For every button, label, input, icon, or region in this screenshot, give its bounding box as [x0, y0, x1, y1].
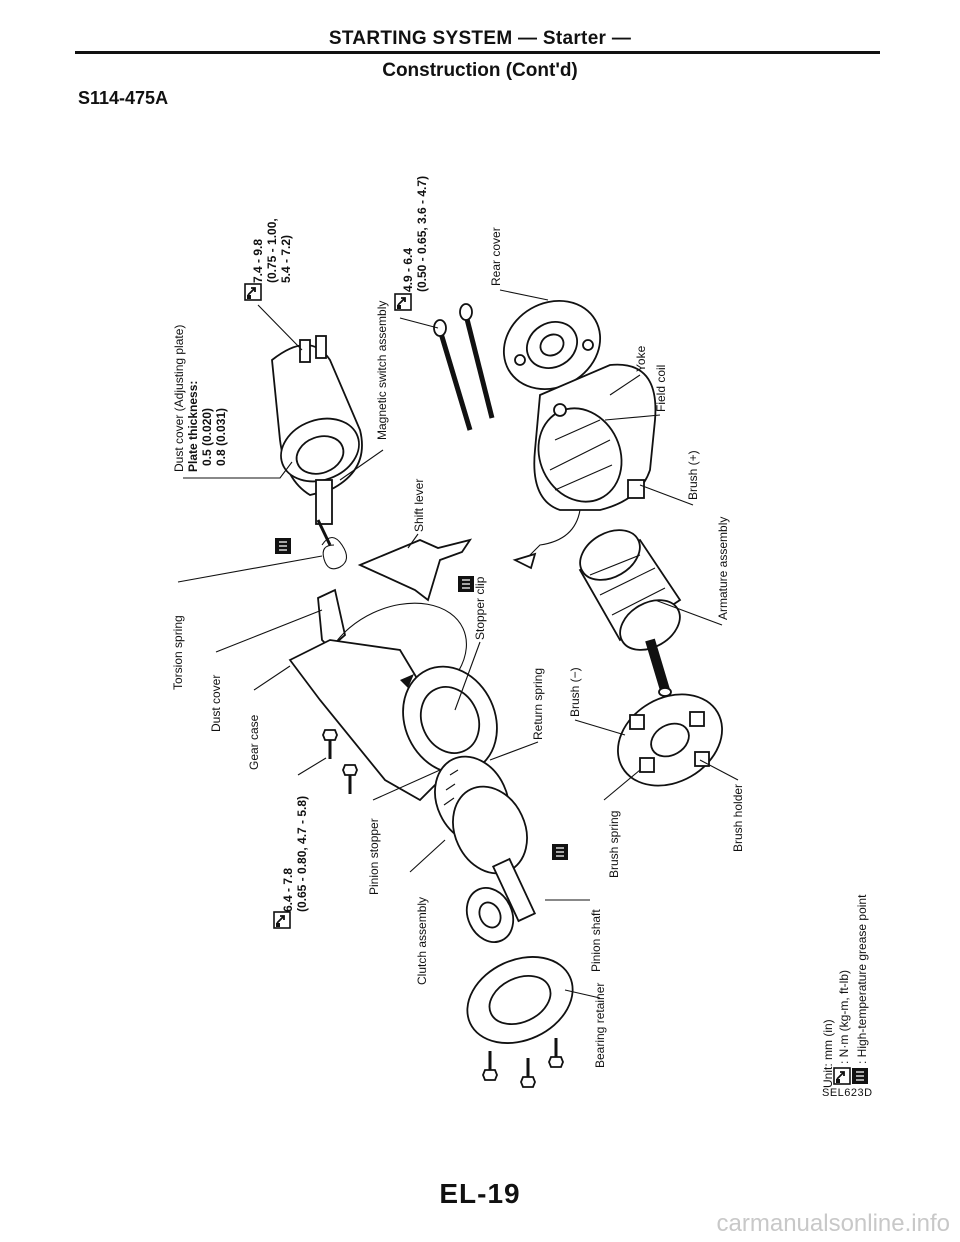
legend-grease: : High-temperature grease point: [855, 894, 869, 1064]
label-shift-lever: Shift lever: [412, 479, 426, 532]
legend: Unit: mm (in) : N·m (kg-m, ft-lb) : High…: [821, 894, 869, 1088]
label-torque-magnetic-2: (0.75 - 1.00,: [265, 218, 279, 283]
label-yoke: Yoke: [634, 345, 648, 372]
through-bolts: [433, 303, 495, 431]
pinion-part: [465, 887, 515, 943]
label-dust-cover-adjusting: Dust cover (Adjusting plate): [172, 325, 186, 472]
label-dust-cover: Dust cover: [209, 675, 223, 732]
label-armature-assembly: Armature assembly: [716, 517, 730, 620]
label-magnetic-switch-assembly: Magnetic switch assembly: [375, 301, 389, 440]
label-brush-holder: Brush holder: [731, 784, 745, 852]
legend-unit: Unit: mm (in): [821, 1019, 835, 1088]
label-torque-magnetic-3: 5.4 - 7.2): [279, 235, 293, 283]
label-rear-cover: Rear cover: [489, 227, 503, 286]
torque-wrench-icon: [394, 293, 412, 311]
gear-case-part: [288, 602, 498, 802]
brush-terminal-part: [512, 552, 537, 570]
page-number: EL-19: [439, 1178, 521, 1209]
page-subtitle: Construction (Cont'd): [382, 60, 578, 81]
label-pinion-stopper: Pinion stopper: [367, 818, 381, 895]
clutch-assembly-part: [434, 755, 537, 923]
label-plate-value-2: 0.8 (0.031): [214, 408, 228, 466]
label-return-spring: Return spring: [531, 668, 545, 740]
torque-wrench-icon: [244, 283, 262, 301]
label-torque-through-1: 4.9 - 6.4: [401, 248, 415, 292]
dust-cover-part: [317, 588, 346, 650]
label-torque-gear-1: 6.4 - 7.8: [281, 868, 295, 912]
grease-point-icon: [274, 537, 292, 555]
grease-point-icon: [457, 575, 475, 593]
grease-point-icon: [551, 843, 569, 861]
label-bearing-retainer: Bearing retainer: [593, 983, 607, 1068]
yoke-part: [533, 363, 657, 511]
label-stopper-clip: Stopper clip: [473, 576, 487, 640]
bearing-retainer-part: [466, 956, 574, 1044]
label-gear-case: Gear case: [247, 714, 261, 770]
magnetic-switch-part: [271, 335, 363, 546]
retainer-bolt-3: [547, 1036, 565, 1069]
figure-code: SEL623D: [822, 1087, 873, 1099]
rear-cover-part: [502, 299, 602, 391]
shift-lever-part: [357, 538, 473, 602]
label-torque-through-2: (0.50 - 0.65, 3.6 - 4.7): [415, 176, 429, 292]
label-torque-gear-2: (0.65 - 0.80, 4.7 - 5.8): [295, 796, 309, 912]
label-plate-thickness: Plate thickness:: [186, 381, 200, 472]
label-brush-plus: Brush (+): [686, 450, 700, 500]
label-plate-value-1: 0.5 (0.020): [200, 408, 214, 466]
page-header-title: STARTING SYSTEM — Starter —: [328, 28, 632, 49]
brush-holder-part: [617, 693, 723, 787]
armature-part: [578, 529, 682, 697]
label-brush-minus: Brush (−): [568, 667, 582, 717]
retainer-bolt-2: [519, 1056, 537, 1089]
label-brush-spring: Brush spring: [607, 811, 621, 878]
section-id: S114-475A: [78, 88, 169, 108]
torque-wrench-icon: [833, 1067, 851, 1085]
label-torque-magnetic-1: 7.4 - 9.8: [251, 239, 265, 283]
label-torsion-spring: Torsion spring: [171, 615, 185, 690]
gear-case-bolt-2: [341, 763, 359, 796]
header-rule: [75, 51, 880, 54]
label-clutch-assembly: Clutch assembly: [415, 897, 429, 985]
watermark: carmanualsonline.info: [716, 1210, 950, 1237]
retainer-bolt-1: [481, 1049, 499, 1082]
torque-wrench-icon: [273, 911, 291, 929]
gear-case-bolt-1: [321, 728, 339, 761]
label-pinion-shaft: Pinion shaft: [589, 909, 603, 972]
label-field-coil: Field coil: [654, 365, 668, 412]
brush-lead-part: [524, 509, 581, 561]
leader-lines: [177, 289, 739, 999]
grease-point-icon: [851, 1067, 869, 1085]
legend-torque: : N·m (kg-m, ft-lb): [837, 970, 851, 1064]
torsion-spring-part: [321, 536, 348, 570]
